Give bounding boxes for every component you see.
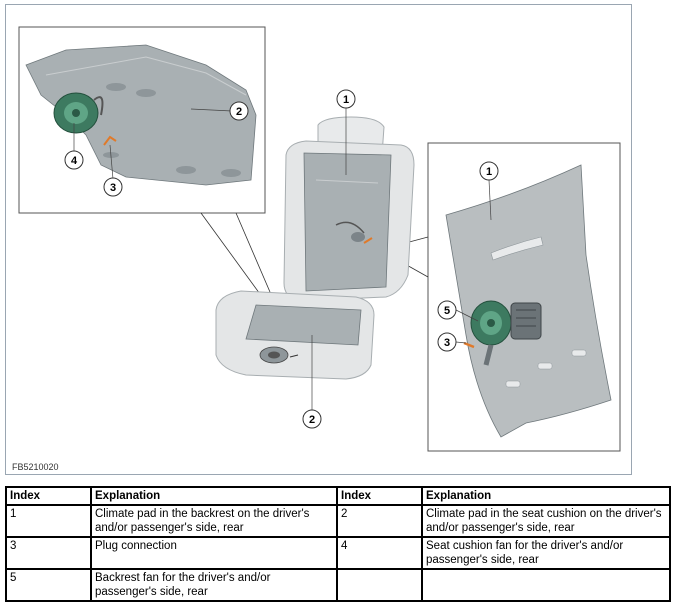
table-row: 3 Plug connection 4 Seat cushion fan for… — [5, 536, 671, 570]
right-detail-plug — [463, 341, 475, 349]
cell-explanation: Seat cushion fan for the driver's and/or… — [421, 536, 671, 570]
table-row: 1 Climate pad in the backrest on the dri… — [5, 504, 671, 538]
svg-text:1: 1 — [343, 94, 349, 106]
table-header-row: Index Explanation Index Explanation — [5, 486, 671, 506]
callout-right-5: 5 — [437, 300, 457, 320]
cell-index: 3 — [5, 536, 92, 570]
svg-text:5: 5 — [444, 305, 450, 317]
header-index-2: Index — [336, 486, 423, 506]
left-detail-plug — [103, 135, 117, 146]
seat-illustration — [215, 116, 415, 380]
svg-text:2: 2 — [309, 414, 315, 426]
legend-table: Index Explanation Index Explanation 1 Cl… — [5, 486, 671, 602]
header-index-1: Index — [5, 486, 92, 506]
right-detail-backrest-pad — [445, 164, 612, 438]
cushion-pad — [245, 304, 362, 346]
table-row: 5 Backrest fan for the driver's and/or p… — [5, 568, 671, 602]
callout-left-2: 2 — [229, 101, 249, 121]
cell-explanation: Climate pad in the seat cushion on the d… — [421, 504, 671, 538]
figure-frame: 2 4 3 1 2 1 5 3 FB5210020 — [5, 4, 632, 475]
callout-right-3: 3 — [437, 332, 457, 352]
svg-text:4: 4 — [71, 155, 78, 167]
header-explanation-2: Explanation — [421, 486, 671, 506]
cell-explanation: Backrest fan for the driver's and/or pas… — [90, 568, 338, 602]
cell-index: 5 — [5, 568, 92, 602]
seat-climate-illustration: 2 4 3 1 2 1 5 3 — [18, 26, 621, 452]
svg-text:3: 3 — [110, 182, 116, 194]
callout-right-1: 1 — [479, 161, 499, 181]
svg-text:3: 3 — [444, 337, 450, 349]
cell-index: 4 — [336, 536, 423, 570]
callout-seat-1: 1 — [336, 89, 356, 109]
figure-code: FB5210020 — [12, 462, 59, 472]
cell-explanation — [421, 568, 671, 602]
cell-index: 2 — [336, 504, 423, 538]
svg-text:2: 2 — [236, 106, 242, 118]
left-detail-fan — [53, 92, 104, 134]
svg-text:1: 1 — [486, 166, 492, 178]
callout-left-3: 3 — [103, 177, 123, 197]
cell-index — [336, 568, 423, 602]
right-detail-fan — [470, 300, 542, 366]
cell-explanation: Climate pad in the backrest on the drive… — [90, 504, 338, 538]
cell-index: 1 — [5, 504, 92, 538]
callout-left-4: 4 — [64, 150, 84, 170]
cell-explanation: Plug connection — [90, 536, 338, 570]
callout-seat-2: 2 — [302, 409, 322, 429]
header-explanation-1: Explanation — [90, 486, 338, 506]
